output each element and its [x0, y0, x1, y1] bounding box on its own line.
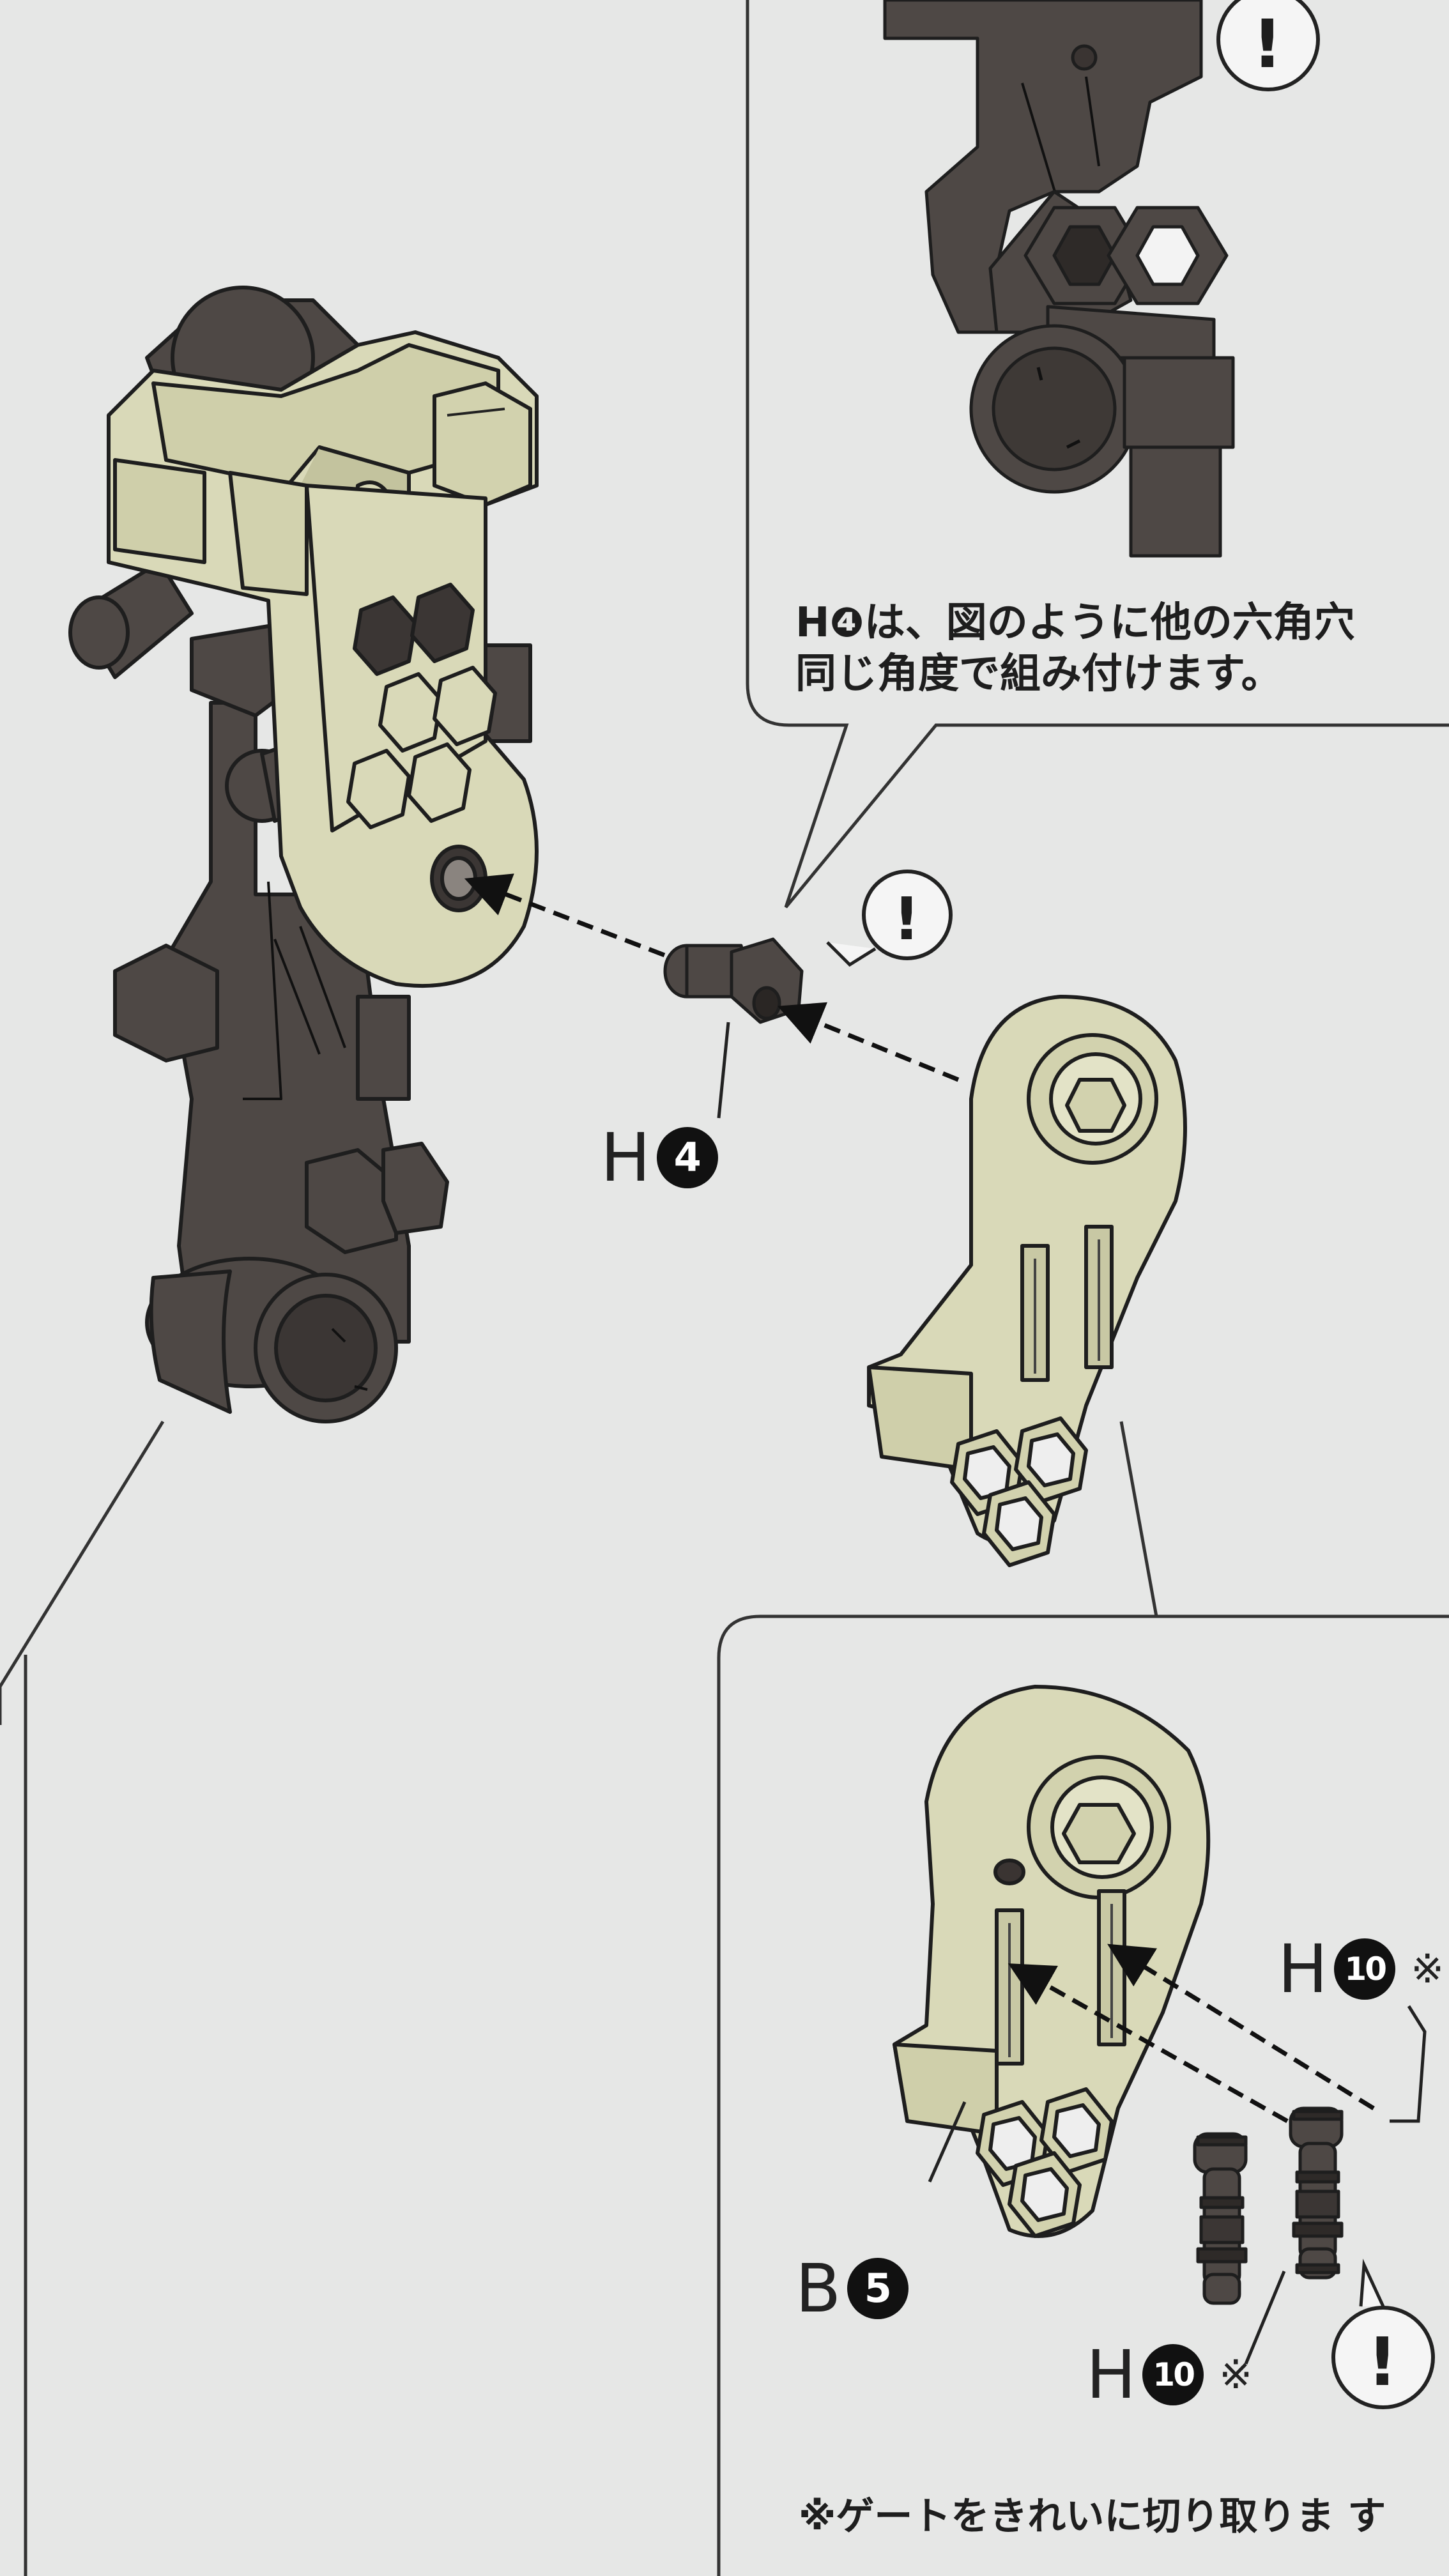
assembly-arrows	[464, 873, 960, 1082]
caution-mark-h4: !	[893, 885, 920, 953]
caution-icon-h10	[1331, 2306, 1435, 2409]
part-number-badge: 10	[1142, 2344, 1204, 2405]
h4-leader	[717, 1022, 730, 1119]
caution-icon-h4	[862, 870, 953, 960]
h10-right-leader	[1390, 2005, 1427, 2123]
caution-icon-top	[1216, 0, 1320, 91]
h10-pins	[1193, 2106, 1344, 2305]
dark-part-detail	[883, 0, 1235, 558]
callout-top-line1: H❹は、図のように他の六角穴	[795, 599, 1355, 647]
gate-cut-note: ※ゲートをきれいに切り取りま す	[799, 2494, 1386, 2539]
callout-bottom-box	[717, 1614, 1449, 2576]
caution-pointer-1	[826, 941, 877, 967]
b5-leader	[928, 2101, 967, 2183]
part-label-b5: B 5	[795, 2255, 909, 2322]
h4-pin	[663, 937, 804, 1024]
callout-top-text: H❹は、図のように他の六角穴 同じ角度で組み付けます。	[795, 597, 1355, 700]
caution-icons	[862, 0, 1435, 2409]
part-label-h10-bottom: H 10 ※	[1086, 2336, 1253, 2414]
callout-bottom-frame	[1119, 1421, 1449, 1618]
callout-top-line2: 同じ角度で組み付けます。	[795, 650, 1282, 698]
callout-left-frame	[0, 1420, 165, 1688]
part-number-badge: 10	[1334, 1938, 1396, 2000]
caution-mark-top: !	[1252, 5, 1283, 83]
part-number-badge: 4	[657, 1127, 719, 1188]
h10-bottom-leader	[1244, 2271, 1286, 2365]
main-assembly	[68, 286, 539, 1423]
part-label-h4: H 4	[601, 1124, 719, 1191]
part-number-badge: 5	[847, 2258, 909, 2319]
h10-arrows	[1008, 1943, 1375, 2124]
caution-pointer-2	[1359, 2258, 1385, 2308]
caution-mark-h10: !	[1367, 2323, 1398, 2401]
callout-top-frame	[746, 0, 1449, 908]
b5-bracket-upper	[867, 995, 1187, 1567]
part-label-h10-right: H 10 ※	[1278, 1930, 1445, 2008]
